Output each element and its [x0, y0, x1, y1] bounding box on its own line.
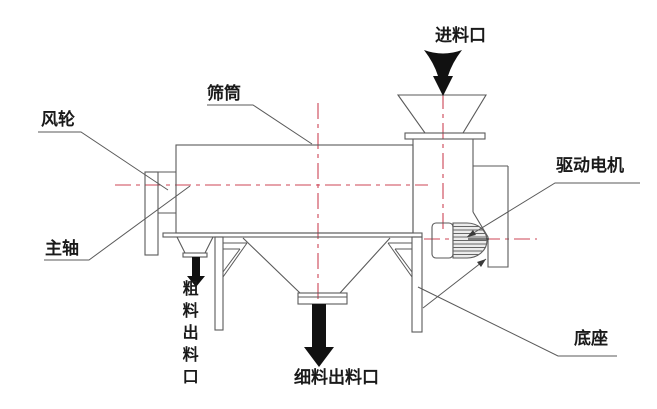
label-wind-wheel: 风轮: [41, 110, 75, 129]
label-main-shaft: 主轴: [45, 239, 79, 258]
label-sieve-drum: 筛筒: [207, 84, 241, 103]
support-frame: [162, 232, 423, 333]
drum-outline: [175, 144, 414, 234]
fine-outlet-funnel: [242, 237, 391, 305]
centerlines: [115, 93, 537, 305]
flow-arrows: [187, 50, 462, 367]
sieve-drum-leader: [207, 104, 313, 145]
drive-motor-leader: [466, 182, 640, 238]
sieve-drum-body: [175, 144, 414, 234]
base-pointer-arrowhead: [477, 259, 486, 267]
base-leader: [417, 286, 617, 357]
hopper-flange: [404, 132, 486, 140]
feed-hopper: [396, 94, 487, 233]
wind-wheel-leader: [38, 131, 169, 191]
drive-motor-leader-arrowhead: [467, 230, 476, 237]
feed-arrow-icon: [424, 50, 462, 96]
main-shaft-leader: [44, 185, 191, 261]
leader-lines: [38, 104, 640, 357]
fine-outlet-arrow-icon: [304, 304, 334, 367]
motor-mount-column: [472, 165, 509, 268]
hopper-cone: [396, 94, 487, 134]
base-pointer-line: [422, 258, 487, 309]
right-leg: [411, 236, 423, 333]
wind-wheel-housing: [144, 171, 176, 256]
platform: [162, 232, 423, 238]
left-leg: [214, 236, 224, 331]
coarse-outlet-funnel: [176, 236, 214, 258]
label-drive-motor: 驱动电机: [556, 156, 624, 175]
label-base: 底座: [574, 329, 608, 348]
coarse-outlet-arrow-icon: [187, 257, 205, 287]
label-feed-inlet: 进料口: [435, 26, 486, 45]
label-fine-outlet: 细料出料口: [294, 368, 379, 387]
label-coarse-outlet: 粗料出料口: [179, 280, 197, 390]
